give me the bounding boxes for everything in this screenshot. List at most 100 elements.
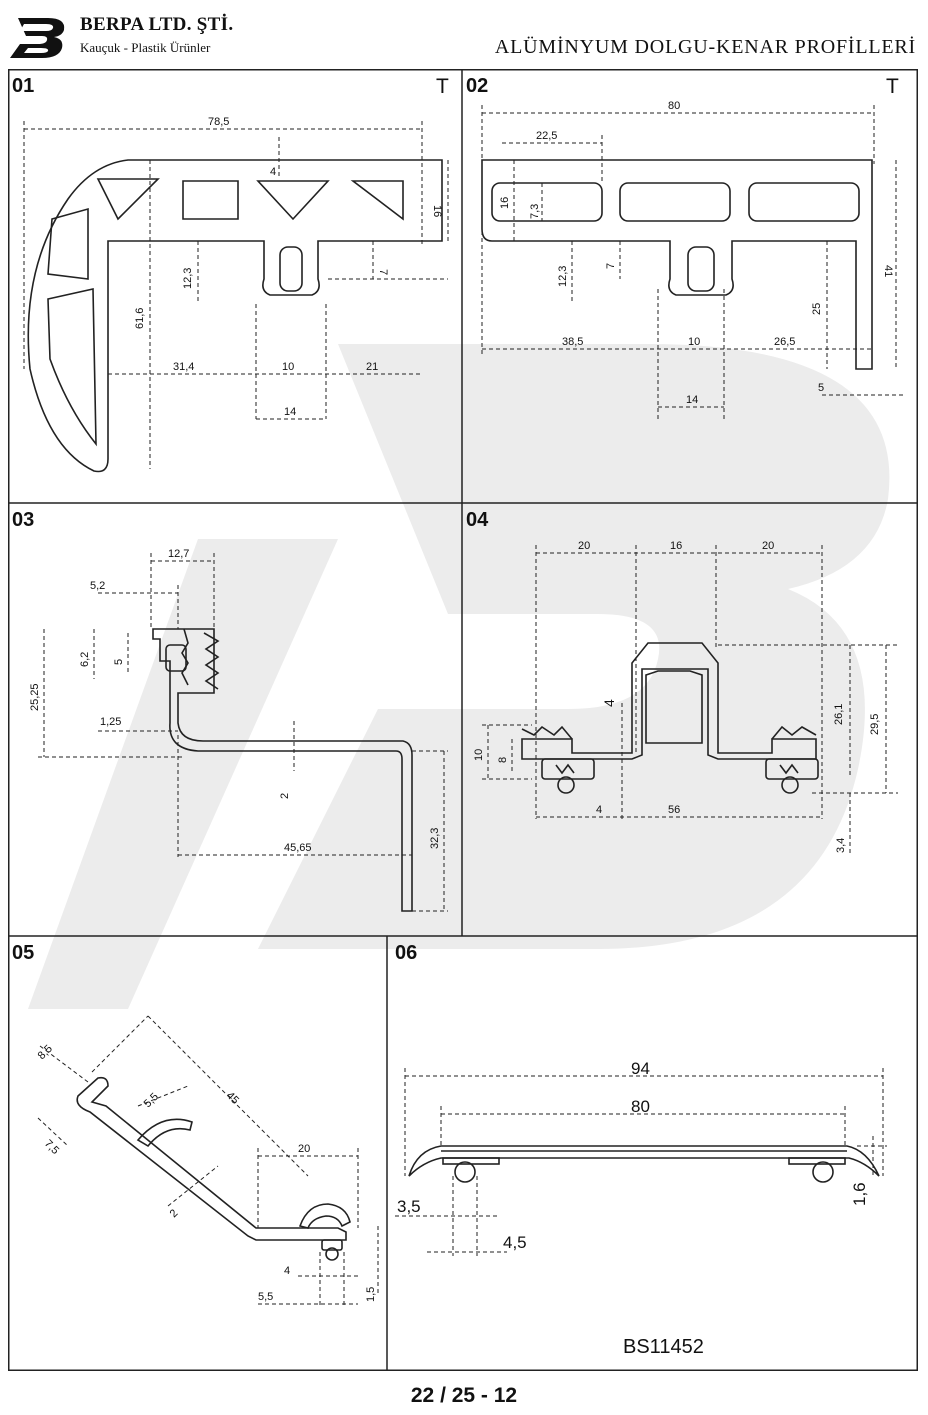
profile-01-drawing: 78,5 4 16 12,3 7 61,6 31,4 10 21 14 [23,116,449,473]
dimension-label: 4 [284,1265,290,1277]
dimension-label: 7 [377,269,389,275]
profile-cell-02: 02 T 80 22,5 16 7,3 12,3 7 41 [462,69,918,503]
profile-cell-03: 03 12,7 5,2 6,2 5 25,25 1,25 2 32,3 [8,503,462,936]
profile-outline [481,159,873,370]
profile-outline [27,159,443,473]
dimension-label: 10 [688,336,700,348]
dimension-label: 80 [631,1097,650,1116]
dimension-label: 32,3 [429,828,441,849]
profile-05-drawing: 8,5 45 5,5 7,5 20 2 4 5,5 1,5 [36,1015,379,1308]
profile-cell-06: 06 94 80 3,5 4,5 1,6 BS11452 [387,936,918,1371]
dimension-label: 7 [605,263,617,269]
dimension-label: 8 [497,757,509,763]
profile-number: 06 [395,942,418,964]
dimension-label: 5,5 [142,1091,161,1110]
dimension-lines [482,545,898,853]
dimension-labels: 80 22,5 16 7,3 12,3 7 41 25 38,5 10 26,5… [499,100,894,406]
dimension-lines [481,105,906,419]
profile-outline [521,642,819,794]
dimension-label: 16 [499,197,511,209]
profile-number: 02 [466,75,489,97]
dimension-labels: 12,7 5,2 6,2 5 25,25 1,25 2 32,3 45,65 [29,548,441,854]
company-name: BERPA LTD. ŞTİ. [80,14,234,35]
page-number: 22 / 25 - 12 [410,1384,518,1407]
profile-outline [152,628,413,912]
dimension-label: 29,5 [869,714,881,735]
dimension-label: 5,2 [90,580,105,592]
dimension-label: 8,5 [36,1043,55,1062]
dimension-label: 56 [668,804,680,816]
dimension-label: 7,3 [529,204,541,219]
dimension-label: 2 [279,793,291,799]
dimension-label: 6,2 [79,652,91,667]
dimension-label: 25,25 [29,683,41,711]
dimension-label: 4 [601,699,617,707]
dimension-label: 21 [366,361,378,373]
product-code: BS11452 [623,1336,704,1358]
dimension-label: 94 [631,1059,650,1078]
dimension-label: 3,5 [397,1197,421,1216]
catalog-title: ALÜMİNYUM DOLGU-KENAR PROFİLLERİ [494,36,916,58]
grid-frame [8,69,918,1371]
dimension-label: 26,5 [774,336,795,348]
dimension-label: 12,7 [168,548,189,560]
dimension-label: 1,6 [850,1182,869,1206]
profile-cell-01: 01 T 78,5 4 16 12,3 7 [8,69,462,503]
watermark-logo [28,344,890,1009]
profile-number: 03 [12,509,35,531]
dimension-label: 31,4 [173,361,194,373]
dimension-lines [38,553,448,912]
dimension-label: 14 [686,394,698,406]
dimension-label: 16 [670,540,682,552]
dimension-labels: 94 80 3,5 4,5 1,6 [397,1059,869,1252]
profile-number: 05 [12,942,35,964]
dimension-label: 7,5 [42,1138,61,1157]
profile-outline [408,1145,880,1183]
dimension-label: 38,5 [562,336,583,348]
dimension-label: 45 [224,1090,241,1107]
dimension-labels: 20 16 20 4 26,1 29,5 10 8 4 56 3,4 [473,540,881,853]
dimension-label: 5 [818,382,824,394]
dimension-label: 2 [168,1207,181,1220]
profile-number: 01 [12,75,35,97]
dimension-lines [395,1068,887,1256]
dimension-label: 26,1 [833,704,845,725]
dimension-lines [23,121,449,469]
dimension-label: 20 [298,1143,310,1155]
dimension-label: 3,4 [835,838,847,853]
profile-06-drawing: 94 80 3,5 4,5 1,6 [395,1059,887,1256]
profile-mark: T [436,75,449,98]
page-header: BERPA LTD. ŞTİ. Kauçuk - Plastik Ürünler… [0,0,928,70]
dimension-label: 25 [811,303,823,315]
dimension-label: 22,5 [536,130,557,142]
dimension-label: 12,3 [182,268,194,289]
dimension-label: 41 [882,265,894,277]
bp-logo-icon [10,18,65,58]
dimension-lines [37,1015,379,1308]
dimension-label: 12,3 [557,266,569,287]
dimension-label: 4 [270,166,276,178]
dimension-label: 1,5 [365,1287,377,1302]
profile-number: 04 [466,509,489,531]
dimension-label: 5 [113,659,125,665]
profile-03-drawing: 12,7 5,2 6,2 5 25,25 1,25 2 32,3 45,65 [29,548,448,912]
dimension-labels: 8,5 45 5,5 7,5 20 2 4 5,5 1,5 [36,1043,377,1303]
catalog-sheet [8,69,918,1371]
dimension-label: 4,5 [503,1233,527,1252]
dimension-label: 20 [578,540,590,552]
profile-outline [76,1076,351,1261]
dimension-label: 20 [762,540,774,552]
dimension-label: 61,6 [134,308,146,329]
company-subtitle: Kauçuk - Plastik Ürünler [80,40,211,55]
dimension-label: 80 [668,100,680,112]
dimension-label: 45,65 [284,842,312,854]
dimension-labels: 78,5 4 16 12,3 7 61,6 31,4 10 21 14 [134,116,443,418]
profile-cell-05: 05 8,5 45 5,5 7,5 20 2 4 5,5 1,5 [8,936,387,1371]
dimension-label: 16 [431,205,443,217]
profile-mark: T [886,75,899,98]
dimension-label: 1,25 [100,716,121,728]
profile-04-drawing: 20 16 20 4 26,1 29,5 10 8 4 56 3,4 [473,540,898,853]
dimension-label: 14 [284,406,296,418]
dimension-label: 78,5 [208,116,229,128]
dimension-label: 10 [282,361,294,373]
